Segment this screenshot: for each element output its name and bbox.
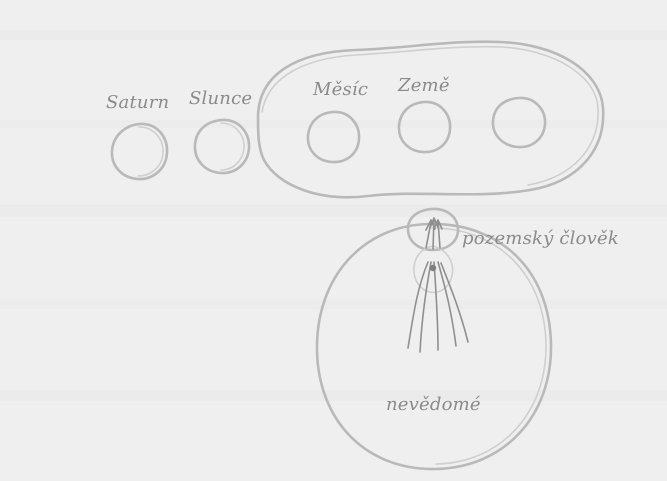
- center-point: [430, 265, 436, 271]
- saturn-label: Saturn: [106, 92, 169, 113]
- earth-label: Země: [397, 75, 450, 96]
- earthly-human-label: pozemský člověk: [462, 228, 619, 249]
- unconscious-label: nevědomé: [386, 394, 481, 415]
- sun-label: Slunce: [189, 88, 252, 109]
- moon-label: Měsíc: [312, 79, 368, 100]
